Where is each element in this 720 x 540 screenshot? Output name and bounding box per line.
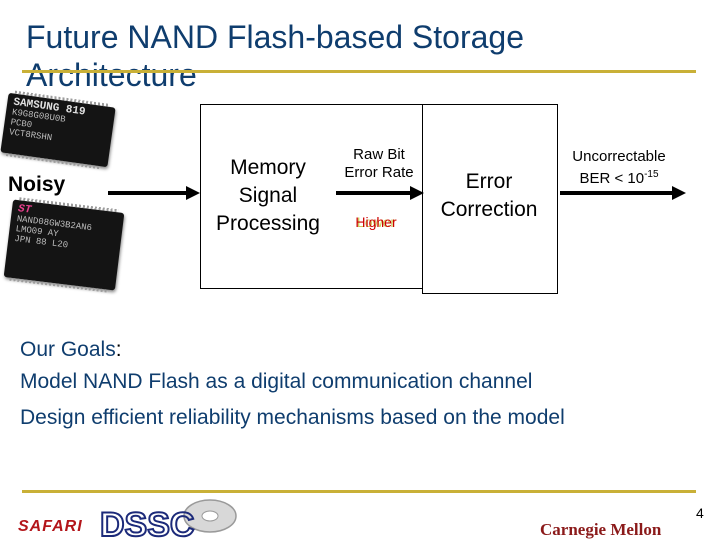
arrow-raw-ber-line [336,191,412,195]
raw-bit-error-rate-label: Raw Bit Error Rate [332,146,426,182]
ecc-line-2: Correction [440,198,538,221]
ber-exponent: -15 [644,169,659,180]
arrow-output-head [672,186,686,200]
memory-signal-processing-label: Memory Signal Processing [203,154,333,238]
uncorrectable-ber-label: Uncorrectable BER < 10-15 [555,148,683,188]
carnegie-mellon-logo: Carnegie Mellon [540,520,662,539]
slide-title: Future NAND Flash-based Storage Architec… [26,19,524,93]
arrow-input-head [186,186,200,200]
error-correction-label: Error Correction [422,168,556,224]
goals-heading-text: Our Goals [20,338,116,361]
uncorrectable-line: Uncorrectable [572,148,666,165]
msp-line-3: Processing [216,212,320,235]
goal-item: Model NAND Flash as a digital communicat… [20,370,533,393]
memory-signal-processing-box [200,104,424,289]
msp-line-2: Signal [238,184,298,207]
goals-heading-colon: : [115,338,122,361]
title-divider [22,70,696,73]
error-correction-box [422,104,558,294]
higher-label: Higher [355,214,397,230]
lower-label: Lower [356,214,396,230]
arrow-output-line [560,191,672,195]
raw-bit-line-2: Error Rate [344,164,414,181]
safari-logo: SAFARI [18,518,83,535]
ber-line: BER < 10-15 [555,166,683,188]
nand-chip-image-st: ST NAND08GW3B2AN6 LMO09 AY JPN 88 L20 [3,197,125,293]
footer-divider [22,490,696,493]
dssc-logo-text: DSSC [100,506,194,540]
arrow-input-line [108,191,188,195]
dssc-logo: DSSC [99,499,237,540]
noisy-label: Noisy [8,173,66,196]
ber-prefix: BER < 10 [579,170,645,187]
msp-line-1: Memory [230,156,306,179]
page-number: 4 [696,505,704,521]
nand-chip-image-samsung: SAMSUNG 819 K9G8G08U0B PCB0 VCT8RSHN [0,90,116,170]
ecc-line-1: Error [465,170,513,193]
goals-heading: Our Goals: [20,338,122,362]
arrow-raw-ber-head [410,186,424,200]
raw-bit-line-1: Raw Bit [353,146,405,163]
goal-item: Design efficient reliability mechanisms … [20,406,565,429]
